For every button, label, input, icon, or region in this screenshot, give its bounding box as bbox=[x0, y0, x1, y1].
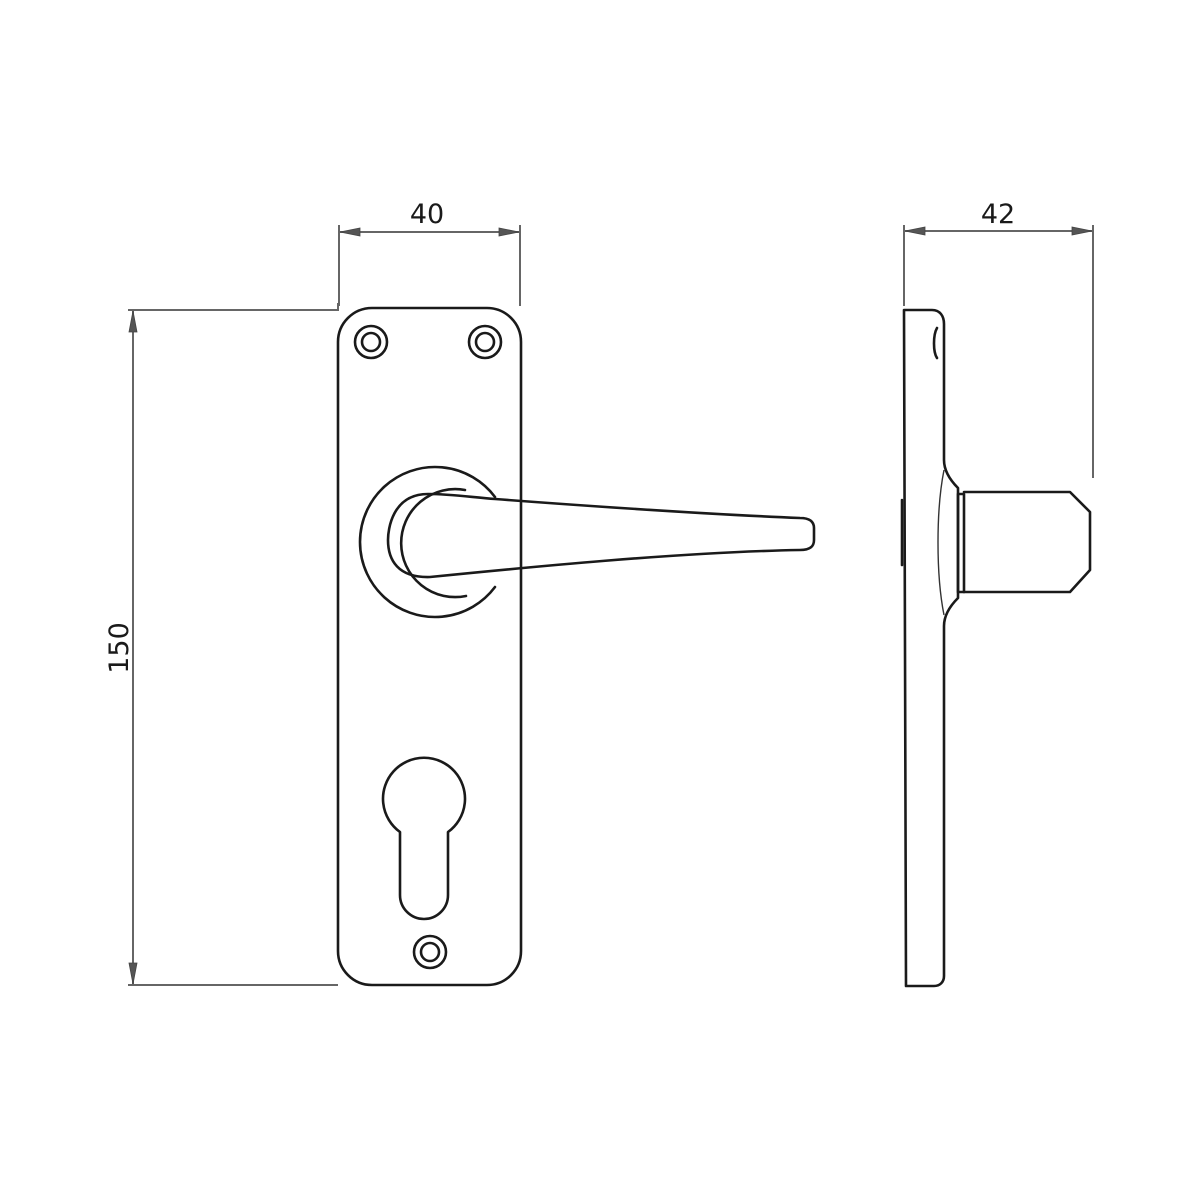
backplate bbox=[336, 306, 523, 987]
lever-end-profile bbox=[962, 490, 1092, 594]
side-view bbox=[900, 308, 1092, 988]
lever bbox=[386, 492, 816, 579]
fixing-hole-bottom bbox=[412, 934, 448, 970]
fixing-hole-top-left bbox=[353, 324, 389, 360]
dimension-width bbox=[338, 225, 521, 306]
collar bbox=[956, 492, 966, 594]
dimension-width-label: 40 bbox=[410, 199, 444, 230]
rose bbox=[358, 465, 497, 619]
euro-cylinder-cutout bbox=[381, 756, 467, 921]
front-view bbox=[336, 306, 816, 987]
dimension-height bbox=[128, 303, 339, 986]
dimension-height-label: 150 bbox=[104, 622, 135, 674]
rose-profile bbox=[937, 469, 945, 616]
backplate-profile bbox=[902, 308, 960, 988]
dimension-projection bbox=[903, 225, 1094, 478]
fixing-hole-top-right bbox=[467, 324, 503, 360]
dimension-projection-label: 42 bbox=[981, 199, 1015, 230]
screw-detail-top bbox=[932, 326, 939, 360]
